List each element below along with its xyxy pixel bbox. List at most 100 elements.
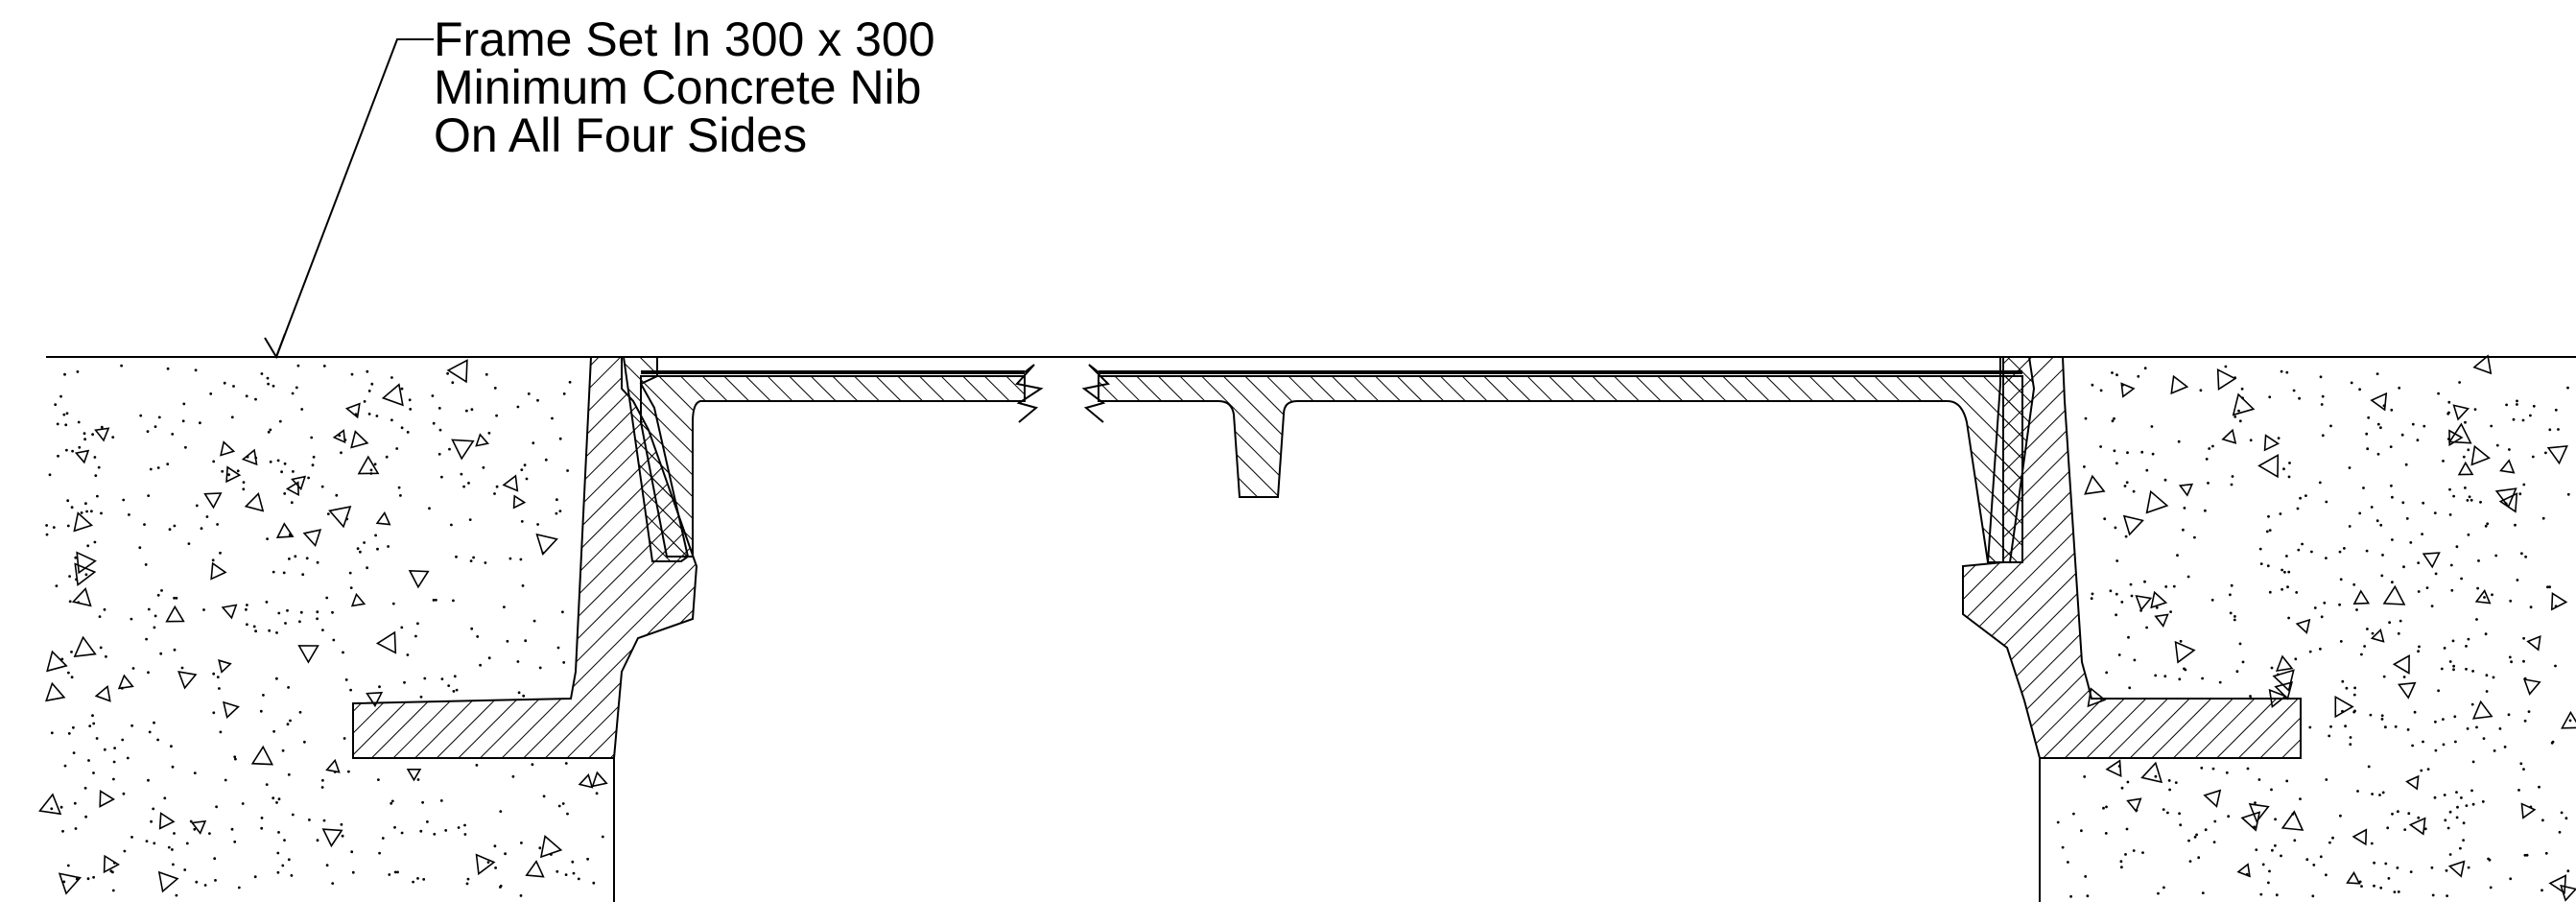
aggregate-dot [592,881,596,885]
break-symbol-right [1081,364,1111,423]
aggregate-dot [2380,574,2384,578]
aggregate-dot [571,860,575,864]
aggregate-dot [173,524,177,528]
aggregate-dot [262,694,265,697]
aggregate-dot [123,849,127,853]
aggregate-dot [72,751,76,754]
aggregate-dot [2348,525,2351,528]
aggregate-dot [2477,559,2480,562]
aggregate-dot [55,584,59,587]
aggregate-dot [2443,794,2446,796]
aggregate-dot [167,845,171,849]
aggregate-dot [437,407,441,410]
aggregate-dot [470,408,474,412]
aggregate-dot [2163,675,2167,678]
aggregate-dot [2204,828,2208,832]
aggregate-dot [2120,866,2123,869]
aggregate-dot [2384,725,2387,729]
aggregate-dot [219,730,223,734]
aggregate-dot [2390,408,2394,412]
aggregate-dot [193,771,197,774]
aggregate-dot [2566,492,2570,496]
aggregate-dot [2470,702,2474,706]
aggregate-stone [2281,810,2304,831]
aggregate-dot [2434,720,2437,724]
concrete-aggregate-right [2056,354,2576,902]
aggregate-dot [527,392,531,395]
aggregate-dot [74,827,78,830]
aggregate-dot [180,666,184,670]
aggregate-dot [2294,657,2298,661]
aggregate-dot [349,688,352,692]
aggregate-dot [521,584,525,587]
aggregate-dot [2455,545,2459,549]
aggregate-dot [153,721,155,724]
aggregate-dot [105,654,107,658]
aggregate-dot [2489,886,2493,890]
aggregate-dot [2126,451,2129,455]
aggregate-dot [2169,610,2173,613]
aggregate-dot [2119,860,2123,864]
aggregate-dot [375,415,379,417]
aggregate-dot [290,874,294,877]
aggregate-dot [230,415,234,419]
aggregate-dot [59,394,62,398]
aggregate-dot [421,800,424,804]
aggregate-dot [2437,392,2441,395]
aggregate-stone [117,674,134,690]
aggregate-dot [2224,365,2228,368]
aggregate-dot [219,551,222,555]
aggregate-dot [367,390,371,392]
aggregate-dot [268,629,272,632]
aggregate-dot [97,465,101,469]
aggregate-dot [2237,409,2240,413]
aggregate-dot [568,380,572,384]
aggregate-dot [146,430,150,433]
aggregate-dot [2365,549,2369,553]
aggregate-dot [2483,596,2486,599]
aggregate-dot [466,877,470,881]
aggregate-dot [276,459,280,463]
aggregate-dot [2321,434,2325,438]
aggregate-dot [2411,422,2415,426]
aggregate-dot [390,801,393,805]
aggregate-dot [564,762,568,765]
aggregate-stone [2274,680,2294,700]
aggregate-dot [2301,542,2304,546]
aggregate-dot [2546,585,2549,589]
aggregate-dot [2455,791,2458,794]
aggregate-dot [54,403,58,406]
aggregate-dot [254,397,257,401]
aggregate-dot [59,805,63,809]
aggregate-dot [185,842,189,845]
aggregate-dot [2376,422,2380,426]
aggregate-stone [221,604,238,620]
aggregate-dot [171,765,175,769]
aggregate-dot [2277,437,2281,439]
aggregate-dot [532,441,535,445]
aggregate-dot [84,573,88,577]
aggregate-dot [2558,830,2562,834]
aggregate-dot [266,376,270,380]
aggregate-dot [2225,771,2229,774]
aggregate-dot [2362,487,2365,489]
aggregate-dot [586,857,589,861]
aggregate-dot [208,832,211,835]
aggregate-dot [2417,590,2421,593]
aggregate-dot [431,394,435,397]
aggregate-dot [493,844,497,848]
aggregate-dot [269,460,272,463]
aggregate-dot [216,523,220,526]
aggregate-stone [46,650,68,673]
aggregate-dot [187,542,191,545]
aggregate-stone [2084,474,2106,495]
aggregate-dot [130,724,134,727]
aggregate-dot [2270,788,2273,792]
aggregate-dot [2287,570,2291,574]
aggregate-dot [182,402,186,406]
aggregate-dot [2512,417,2516,421]
aggregate-dot [467,482,470,485]
aggregate-stone [2170,374,2189,395]
aggregate-dot [173,648,177,652]
aggregate-dot [2394,724,2398,728]
